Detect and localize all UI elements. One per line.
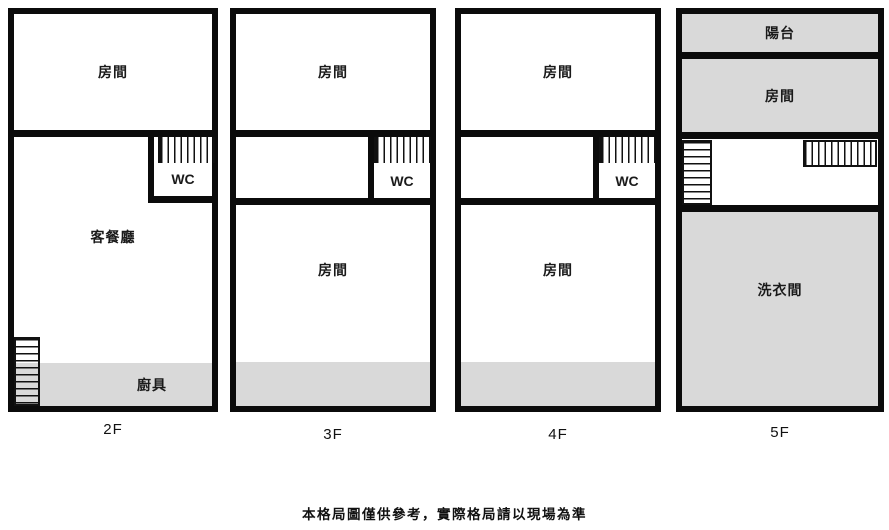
wall — [236, 198, 430, 205]
room-label-bedroom-bottom-4f: 房間 — [543, 262, 573, 278]
gray-strip — [461, 362, 655, 406]
room-label-wc-2f: WC — [171, 171, 195, 187]
wall — [236, 130, 430, 137]
floor-label-2f: 2F — [103, 421, 123, 438]
floor-label-3f: 3F — [323, 426, 343, 443]
bedroom-area — [682, 59, 878, 132]
wall — [682, 205, 878, 212]
wall — [461, 130, 655, 137]
floor-plan-5f: 陽台 房間 洗衣間 — [676, 8, 884, 412]
stairs-icon — [158, 137, 215, 163]
room-label-laundry-5f: 洗衣間 — [757, 282, 803, 298]
floor-plan-2f: 房間 WC 客餐廳 廚具 — [8, 8, 218, 412]
gray-strip — [236, 362, 430, 406]
wall — [593, 137, 599, 205]
laundry-area — [682, 212, 878, 406]
room-label-wc-3f: WC — [390, 172, 414, 189]
room-label-bedroom-5f: 房間 — [765, 87, 795, 104]
wall — [148, 137, 154, 203]
floor-label-5f: 5F — [770, 424, 790, 441]
floor-label-4f: 4F — [548, 426, 568, 443]
stairs-icon — [14, 337, 40, 406]
room-label-bedroom-top-4f: 房間 — [543, 64, 573, 80]
disclaimer-caption: 本格局圖僅供參考，實際格局請以現場為準 — [302, 507, 587, 522]
wall — [14, 130, 212, 137]
stairs-icon — [682, 140, 712, 205]
stairs-icon — [803, 140, 877, 167]
room-label-bedroom-bottom-3f: 房間 — [318, 262, 348, 278]
wall — [148, 196, 212, 203]
stairs-icon — [374, 137, 431, 163]
stairs-icon — [599, 137, 656, 163]
wall — [461, 198, 655, 205]
room-label-wc-4f: WC — [615, 172, 639, 189]
wall — [682, 132, 878, 139]
kitchen-area — [14, 363, 212, 406]
balcony-area — [682, 14, 878, 52]
floor-plan-4f: 房間 WC 房間 — [455, 8, 661, 412]
room-label-bedroom-top-3f: 房間 — [318, 64, 348, 80]
room-label-living-dining-2f: 客餐廳 — [90, 229, 136, 245]
room-label-balcony-5f: 陽台 — [765, 25, 795, 41]
room-label-kitchen-2f: 廚具 — [137, 376, 167, 393]
room-label-bedroom-2f: 房間 — [98, 64, 128, 80]
wall — [682, 52, 878, 59]
wall — [368, 137, 374, 205]
floor-plan-3f: 房間 WC 房間 — [230, 8, 436, 412]
